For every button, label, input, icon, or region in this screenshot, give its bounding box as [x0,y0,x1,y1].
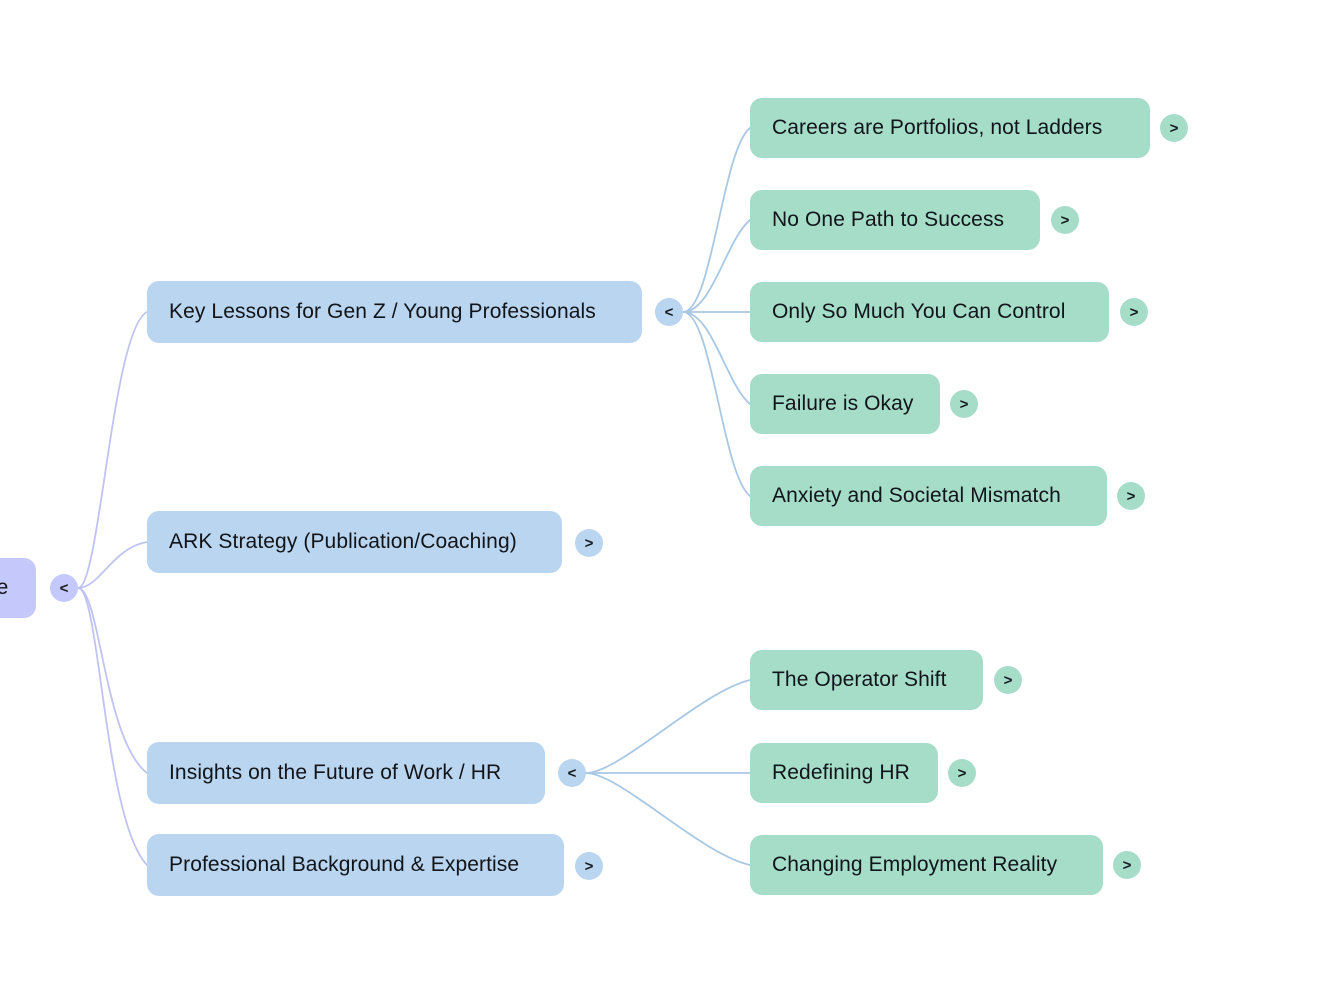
chevron-right-icon: > [1060,211,1070,229]
chevron-right-icon: > [1126,487,1136,505]
chevron-right-icon: > [584,857,594,875]
branch-node-ark-strategy[interactable]: ARK Strategy (Publication/Coaching) [147,511,562,573]
toggle-key-lessons[interactable]: < [655,298,683,326]
chevron-right-icon: > [1169,119,1179,137]
toggle-changing-employment[interactable]: > [1113,851,1141,879]
toggle-no-one-path[interactable]: > [1051,206,1079,234]
chevron-right-icon: > [1003,671,1013,689]
toggle-future-of-work[interactable]: < [558,759,586,787]
branch-node-label: ARK Strategy (Publication/Coaching) [169,530,517,554]
branch-node-label: Insights on the Future of Work / HR [169,761,502,785]
leaf-node-label: Failure is Okay [772,392,914,416]
chevron-right-icon: > [1122,856,1132,874]
toggle-anxiety-mismatch[interactable]: > [1117,482,1145,510]
chevron-right-icon: > [1129,303,1139,321]
leaf-node-label: No One Path to Success [772,208,1005,232]
leaf-node-label: Only So Much You Can Control [772,300,1066,324]
leaf-node-only-so-much[interactable]: Only So Much You Can Control [750,282,1109,342]
leaf-node-operator-shift[interactable]: The Operator Shift [750,650,983,710]
chevron-right-icon: > [959,395,969,413]
branch-node-future-of-work[interactable]: Insights on the Future of Work / HR [147,742,545,804]
leaf-node-label: Careers are Portfolios, not Ladders [772,116,1103,140]
leaf-node-label: Anxiety and Societal Mismatch [772,484,1061,508]
leaf-node-no-one-path[interactable]: No One Path to Success [750,190,1040,250]
chevron-right-icon: > [584,534,594,552]
chevron-left-icon: < [59,579,69,597]
leaf-node-anxiety-mismatch[interactable]: Anxiety and Societal Mismatch [750,466,1107,526]
toggle-careers-portfolios[interactable]: > [1160,114,1188,142]
chevron-right-icon: > [957,764,967,782]
leaf-node-redefining-hr[interactable]: Redefining HR [750,743,938,803]
toggle-professional-background[interactable]: > [575,852,603,880]
leaf-node-changing-employment[interactable]: Changing Employment Reality [750,835,1103,895]
branch-node-key-lessons[interactable]: Key Lessons for Gen Z / Young Profession… [147,281,642,343]
toggle-failure-is-okay[interactable]: > [950,390,978,418]
branch-node-professional-background[interactable]: Professional Background & Expertise [147,834,564,896]
leaf-node-careers-portfolios[interactable]: Careers are Portfolios, not Ladders [750,98,1150,158]
leaf-node-failure-is-okay[interactable]: Failure is Okay [750,374,940,434]
leaf-node-label: Changing Employment Reality [772,853,1058,877]
branch-node-label: Professional Background & Expertise [169,853,520,877]
root-node-label: ce [0,576,9,600]
toggle-redefining-hr[interactable]: > [948,759,976,787]
toggle-ark-strategy[interactable]: > [575,529,603,557]
root-node[interactable]: ce [0,558,36,618]
toggle-operator-shift[interactable]: > [994,666,1022,694]
leaf-node-label: Redefining HR [772,761,910,785]
root-collapse-toggle[interactable]: < [50,574,78,602]
branch-node-label: Key Lessons for Gen Z / Young Profession… [169,300,596,324]
toggle-only-so-much[interactable]: > [1120,298,1148,326]
chevron-left-icon: < [664,303,674,321]
chevron-left-icon: < [567,764,577,782]
leaf-node-label: The Operator Shift [772,668,947,692]
